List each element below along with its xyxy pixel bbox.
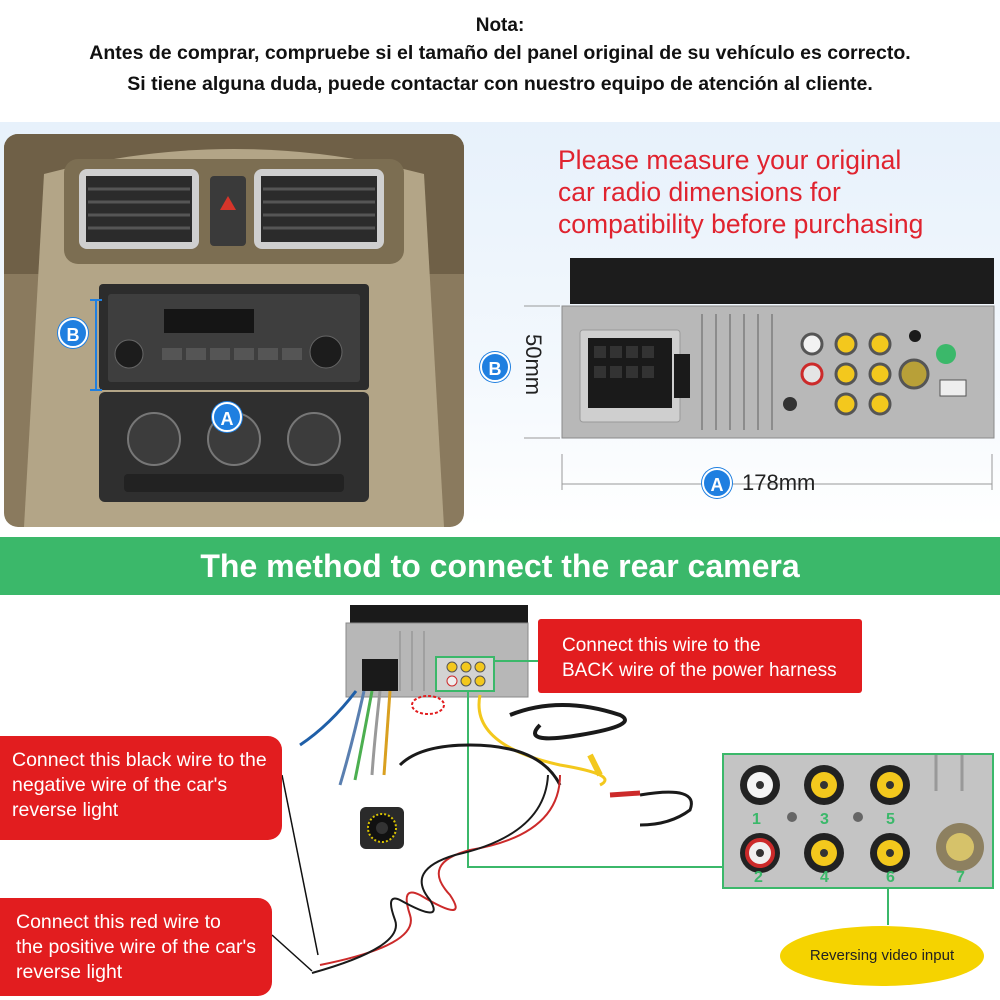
car-dashboard-photo: B A — [4, 134, 464, 527]
badge-b-photo: B — [58, 318, 88, 348]
rca-ports-image — [724, 755, 992, 887]
callout-back-line-2: BACK wire of the power harness — [562, 660, 837, 681]
measure-line-2: car radio dimensions for — [558, 177, 841, 207]
callout-red-line-2: the positive wire of the car's — [16, 936, 256, 958]
reversing-video-label: Reversing video input — [780, 926, 984, 986]
note-title: Nota: — [475, 15, 525, 36]
width-label: 178mm — [742, 470, 816, 495]
measure-line-3: compatibility before purchasing — [558, 209, 924, 239]
callout-black-wire: Connect this black wire to the negative … — [0, 736, 282, 840]
callout-red-line-1: Connect this red wire to — [16, 911, 221, 933]
callout-back-wire: Connect this wire to the BACK wire of th… — [538, 619, 862, 693]
port-number-1: 1 — [752, 811, 761, 828]
port-number-7: 7 — [956, 869, 965, 886]
callout-black-line-3: reverse light — [12, 799, 119, 821]
note-line-2: Si tiene alguna duda, puede contactar co… — [127, 73, 873, 95]
head-unit-face — [350, 605, 528, 625]
callout-red-wire: Connect this red wire to the positive wi… — [0, 898, 272, 996]
rca-ports-closeup: 1 2 3 4 5 6 7 — [722, 753, 994, 889]
badge-b-radio: B — [480, 352, 510, 382]
badge-a-photo: A — [212, 402, 242, 432]
port-number-6: 6 — [886, 869, 895, 886]
port-number-4: 4 — [820, 869, 829, 886]
wiring-diagram — [271, 605, 889, 974]
rear-camera-banner: The method to connect the rear camera — [0, 537, 1000, 595]
measure-line-1: Please measure your original — [558, 145, 902, 175]
callout-red-line-3: reverse light — [16, 961, 123, 983]
callout-black-line-2: negative wire of the car's — [12, 774, 228, 796]
port-number-5: 5 — [886, 811, 895, 828]
badge-a-radio: A — [702, 468, 732, 498]
port-number-2: 2 — [754, 869, 763, 886]
height-label: 50mm — [521, 334, 546, 396]
note-line-1: Antes de comprar, compruebe si el tamaño… — [89, 42, 911, 64]
callout-black-line-1: Connect this black wire to the — [12, 749, 267, 771]
port-number-3: 3 — [820, 811, 829, 828]
note-section: Nota: Antes de comprar, compruebe si el … — [0, 14, 1000, 100]
radio-unit-diagram — [524, 258, 995, 490]
measure-warning: Please measure your original car radio d… — [558, 144, 923, 240]
dimension-section: B A Please measure your original car rad… — [0, 122, 1000, 527]
photo-dimension-lines — [90, 299, 102, 391]
car-dashboard-image — [4, 134, 464, 527]
callout-back-line-1: Connect this wire to the — [562, 635, 761, 656]
